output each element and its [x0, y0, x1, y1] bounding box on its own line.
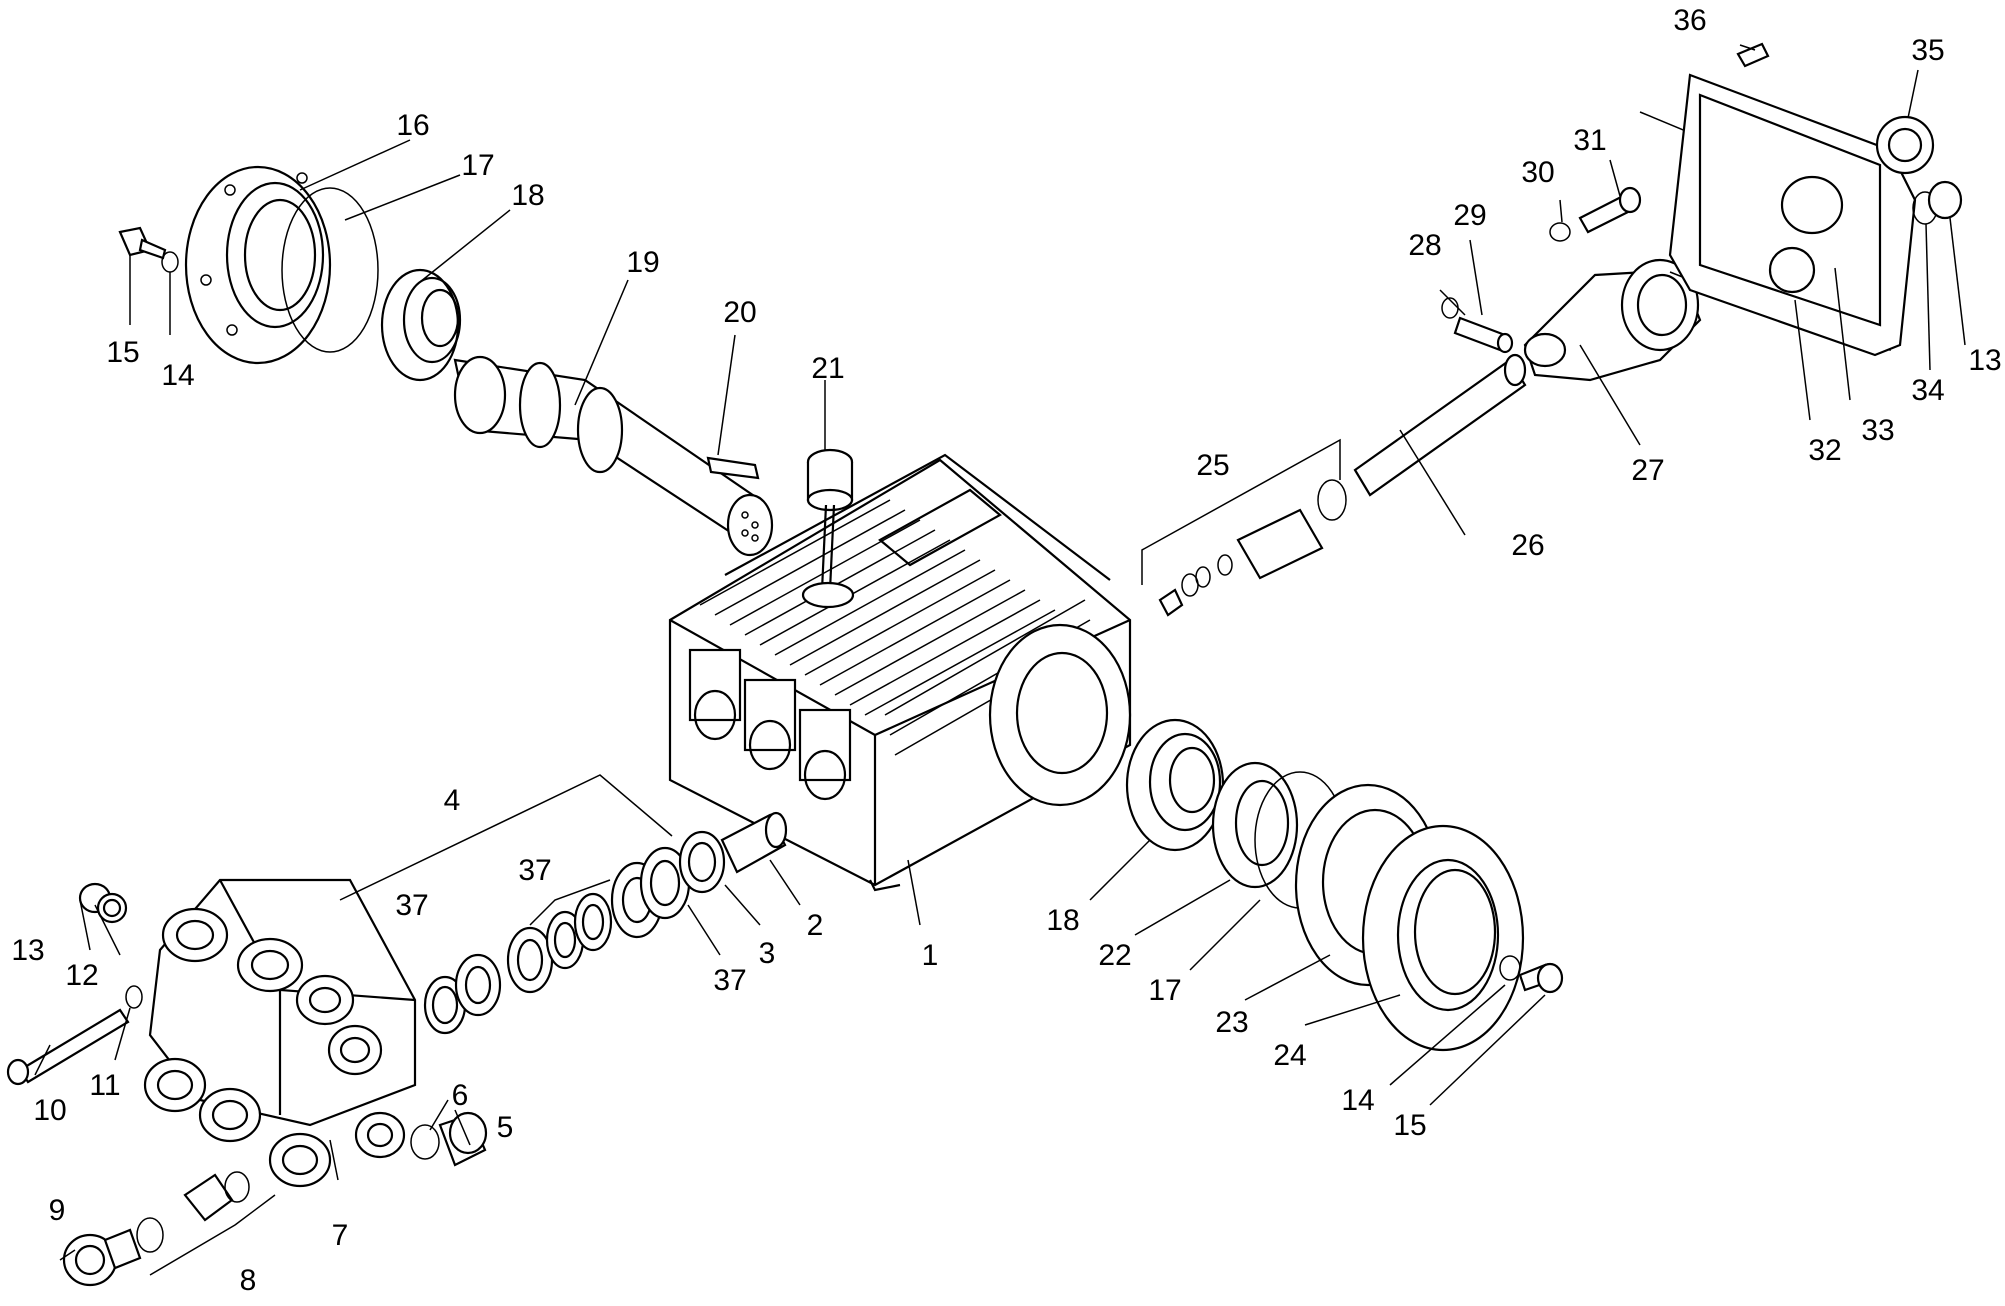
bracket-4 — [339, 774, 673, 901]
part-bearing-18-left — [380, 268, 462, 382]
label-part: 16 — [396, 109, 429, 142]
part-dipstick-21 — [801, 448, 855, 609]
part-washer-14-right — [1499, 955, 1521, 981]
part-washer-11 — [125, 985, 143, 1009]
label-part: 37 — [395, 889, 428, 922]
part-bolt-15-left — [118, 226, 167, 260]
part-bolt-10 — [6, 1008, 130, 1086]
label-part: 20 — [723, 296, 756, 329]
part-crankshaft-19 — [453, 355, 774, 557]
label-part: 6 — [452, 1079, 469, 1112]
label-part: 19 — [626, 246, 659, 279]
label-part: 12 — [65, 959, 98, 992]
part-plug-35 — [1875, 115, 1935, 175]
part-washer-14-left — [161, 251, 179, 273]
label-part: 18 — [1046, 904, 1079, 937]
part-key-20 — [706, 456, 760, 480]
part-plug-12-13 — [78, 882, 128, 924]
part-oring-6 — [410, 1124, 440, 1160]
part-conrod-27 — [1523, 258, 1702, 382]
label-part: 8 — [240, 1264, 257, 1297]
part-screw-36 — [1736, 42, 1770, 68]
label-part: 15 — [106, 336, 139, 369]
label-part: 36 — [1673, 4, 1706, 37]
label-part: 22 — [1098, 939, 1131, 972]
bracket-8 — [149, 1194, 276, 1276]
part-valve-8 — [183, 1171, 250, 1222]
label-part: 23 — [1215, 1006, 1248, 1039]
label-part: 5 — [497, 1111, 514, 1144]
part-cover-24 — [1361, 824, 1525, 1052]
label-part: 11 — [89, 1069, 120, 1102]
label-part: 15 — [1393, 1109, 1426, 1142]
part-bearing-18-right — [1125, 718, 1225, 852]
part-rear-cover-33 — [1668, 73, 1917, 357]
part-seal-pack — [423, 830, 726, 1035]
label-part: 21 — [811, 352, 844, 385]
label-part: 24 — [1273, 1039, 1306, 1072]
part-oring-9 — [136, 1217, 164, 1253]
label-part: 13 — [1968, 344, 2001, 377]
label-part: 37 — [713, 964, 746, 997]
part-piston-rod-26 — [1353, 353, 1527, 497]
label-part: 9 — [49, 1194, 66, 1227]
label-part: 3 — [759, 937, 776, 970]
leader-lines — [34, 44, 1966, 1261]
bracket-37 — [529, 879, 611, 926]
part-crankcase — [668, 453, 1132, 892]
part-pin-29 — [1453, 316, 1514, 354]
part-oring-17-left — [281, 187, 379, 353]
label-part: 25 — [1196, 449, 1229, 482]
label-part: 17 — [1148, 974, 1181, 1007]
label-part: 14 — [1341, 1084, 1374, 1117]
part-labels: 1 2 3 4 5 6 7 8 9 10 11 12 13 13 14 14 1… — [11, 4, 2001, 1297]
label-part: 17 — [461, 149, 494, 182]
label-part: 27 — [1631, 454, 1664, 487]
label-part: 32 — [1808, 434, 1841, 467]
part-plug-13-right — [1927, 180, 1963, 220]
label-part: 35 — [1911, 34, 1944, 67]
part-bolt-31 — [1578, 186, 1642, 234]
label-part: 26 — [1511, 529, 1544, 562]
label-part: 14 — [161, 359, 194, 392]
label-part: 33 — [1861, 414, 1894, 447]
label-part: 1 — [922, 939, 939, 972]
label-part: 13 — [11, 934, 44, 967]
part-plug-5 — [438, 1111, 488, 1167]
label-part: 7 — [332, 1219, 349, 1252]
label-part: 37 — [518, 854, 551, 887]
part-plug-9 — [62, 1228, 142, 1287]
label-part: 2 — [807, 909, 824, 942]
bracket-25 — [1141, 438, 1341, 585]
part-plunger-guide-25 — [1158, 479, 1347, 617]
label-part: 34 — [1911, 374, 1944, 407]
label-part: 31 — [1573, 124, 1606, 157]
part-plunger-2 — [720, 811, 788, 874]
label-part: 10 — [33, 1094, 66, 1127]
label-part: 29 — [1453, 199, 1486, 232]
label-part: 30 — [1521, 156, 1554, 189]
part-seal-22 — [1211, 761, 1299, 889]
part-pump-head — [143, 878, 417, 1188]
label-part: 28 — [1408, 229, 1441, 262]
label-part: 18 — [511, 179, 544, 212]
label-part: 4 — [444, 784, 461, 817]
part-washer-30 — [1549, 222, 1571, 242]
part-bolt-15-right — [1518, 962, 1564, 994]
